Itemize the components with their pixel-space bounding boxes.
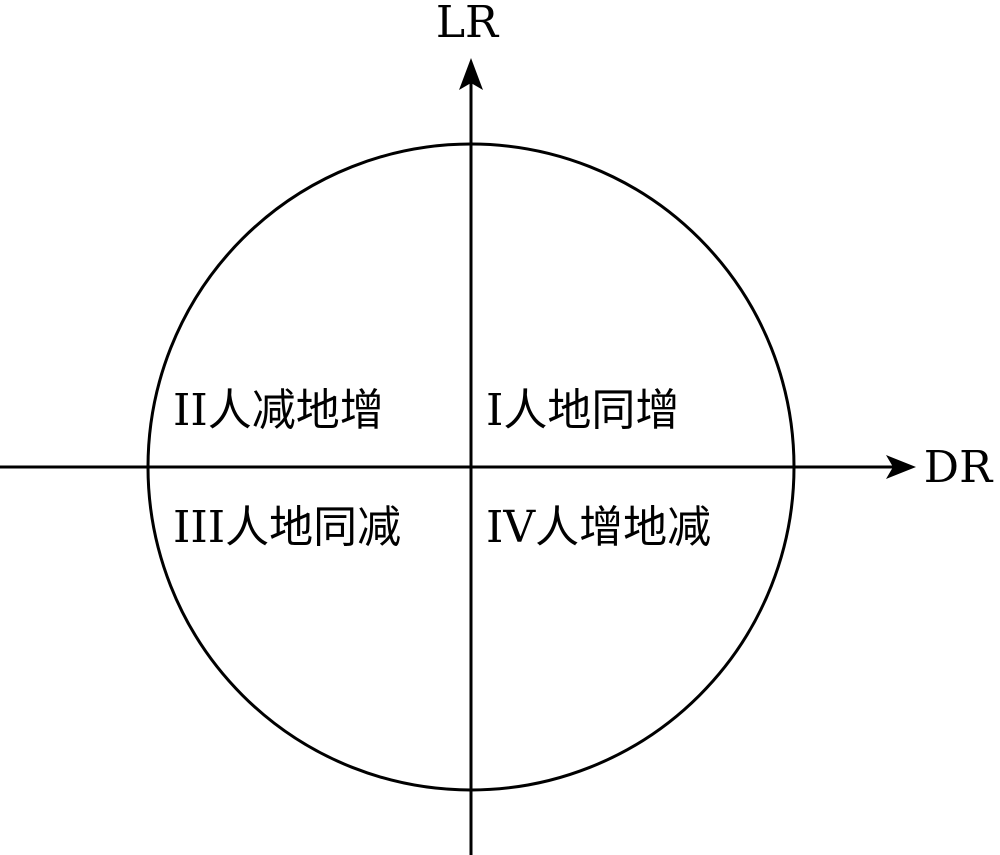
quadrant-1-label: I人地同增	[486, 385, 679, 436]
vertical-axis-label: LR	[436, 0, 500, 48]
quadrant-2-label: II人减地增	[173, 385, 384, 436]
horizontal-axis-arrow-icon	[886, 455, 916, 479]
quadrant-4-label: IV人增地减	[486, 502, 711, 553]
vertical-axis-arrow-icon	[459, 58, 483, 90]
quadrant-3-label: III人地同减	[173, 502, 401, 553]
horizontal-axis-label: DR	[924, 442, 994, 493]
